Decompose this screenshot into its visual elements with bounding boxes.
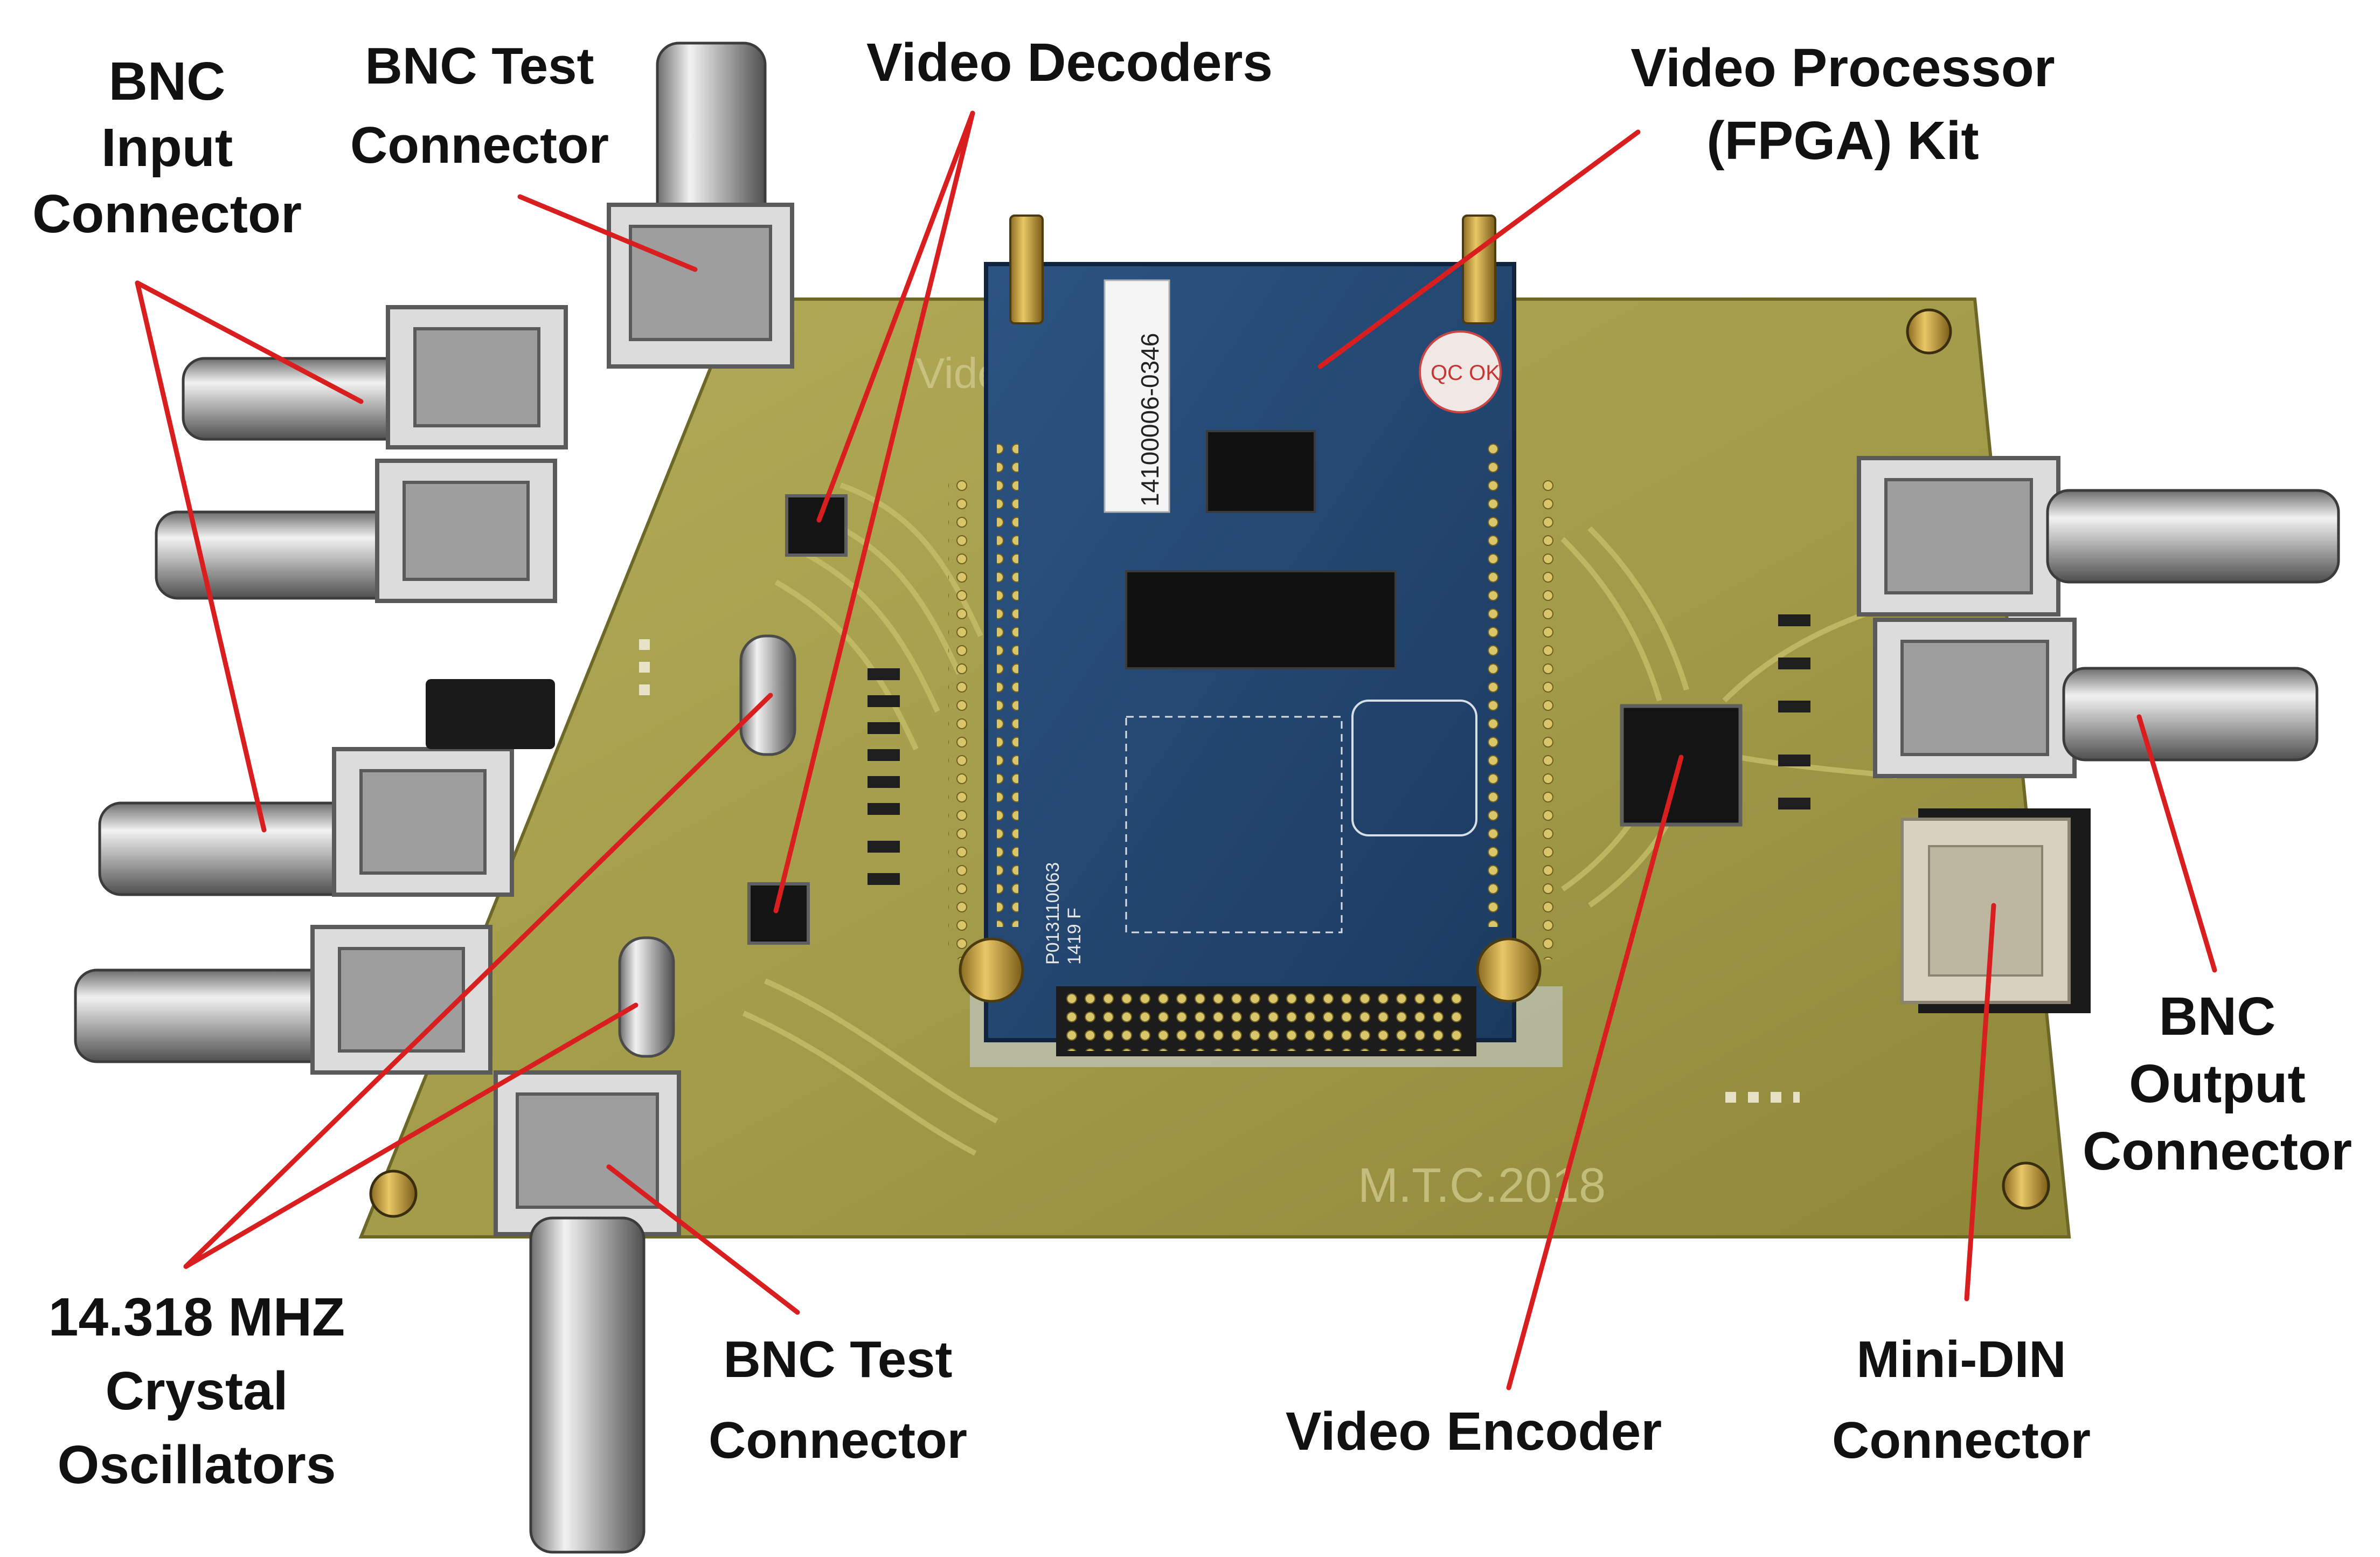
label-line: Mini-DIN — [1856, 1331, 2066, 1388]
leader-bnc-input-1 — [135, 280, 364, 404]
leader-bnc-input-2 — [135, 280, 267, 833]
bnc-output-connector — [1857, 456, 2340, 617]
bnc-test-connector-bottom — [494, 1070, 681, 1554]
module-code-text: P013110063 — [1043, 862, 1063, 965]
leader-video-decoder-2 — [773, 110, 975, 914]
label-bnc-test-connector-top: BNC Test Connector — [350, 37, 609, 174]
label-line: BNC Test — [724, 1331, 953, 1388]
mounting-screw — [369, 1170, 418, 1218]
label-line: Connector — [2083, 1121, 2352, 1181]
label-bnc-test-connector-bottom: BNC Test Connector — [709, 1331, 967, 1469]
mounting-screw — [1906, 308, 1952, 355]
label-line: BNC — [109, 51, 226, 112]
leader-video-processor — [1317, 129, 1641, 369]
video-decoder-chip — [747, 494, 848, 945]
bnc-test-connector-top — [607, 41, 794, 369]
label-line: 14.318 MHZ — [48, 1287, 345, 1347]
fpga-sticker-text: 14100006-0346 — [1136, 333, 1164, 507]
smd-resistors — [868, 614, 1810, 885]
bnc-input-connector — [98, 747, 514, 897]
qc-sticker-text: QC OK — [1431, 361, 1500, 385]
label-video-encoder: Video Encoder — [1286, 1401, 1662, 1462]
leader-video-decoder-1 — [816, 110, 975, 523]
bnc-output-connector — [1873, 618, 2319, 778]
leader-mini-din — [1964, 903, 1996, 1302]
label-bnc-output-connector: BNC Output Connector — [2083, 986, 2352, 1181]
label-line: Video Encoder — [1286, 1401, 1662, 1462]
label-line: (FPGA) Kit — [1706, 110, 1979, 171]
bnc-input-connector — [74, 925, 492, 1075]
jumper-pads — [636, 636, 658, 706]
label-mini-din-connector: Mini-DIN Connector — [1832, 1331, 2091, 1469]
label-line: Video Processor — [1630, 38, 2055, 98]
leader-bnc-test-bottom — [606, 1164, 800, 1315]
label-line: BNC — [2159, 986, 2276, 1047]
label-line: BNC Test — [365, 37, 594, 95]
label-line: Crystal — [105, 1361, 288, 1421]
pin-header-right — [1541, 474, 1560, 959]
label-line: Video Decoders — [866, 32, 1273, 93]
leader-video-encoder — [1506, 755, 1684, 1390]
fpga-module: 14100006-0346 QC OK P013110063 1419 F — [970, 262, 1563, 1067]
pin-header-left — [948, 474, 968, 959]
label-line: Connector — [32, 184, 302, 244]
label-line: Output — [2129, 1054, 2306, 1114]
leader-bnc-output — [2136, 714, 2217, 973]
leader-lines — [135, 110, 2217, 1390]
label-line: Oscillators — [58, 1435, 336, 1495]
mounting-screw — [2002, 1161, 2050, 1210]
power-jack — [426, 679, 555, 749]
leader-bnc-test-top — [517, 194, 698, 272]
label-video-processor: Video Processor (FPGA) Kit — [1630, 38, 2055, 171]
label-line: Connector — [709, 1411, 967, 1469]
module-date-text: 1419 F — [1064, 908, 1085, 965]
bnc-input-connector — [155, 459, 557, 603]
leader-crystal-2 — [183, 1002, 639, 1269]
label-crystal-oscillators: 14.318 MHZ Crystal Oscillators — [48, 1287, 345, 1495]
label-line: Input — [101, 117, 233, 178]
label-line: Connector — [350, 116, 609, 174]
label-video-decoders: Video Decoders — [866, 32, 1273, 93]
bnc-input-connector — [182, 305, 568, 449]
label-bnc-input-connector: BNC Input Connector — [32, 51, 302, 244]
leader-crystal-1 — [183, 693, 773, 1269]
label-line: Connector — [1832, 1411, 2091, 1469]
jumper-pads — [1724, 1086, 1800, 1109]
mini-din-connector — [1900, 808, 2091, 1013]
